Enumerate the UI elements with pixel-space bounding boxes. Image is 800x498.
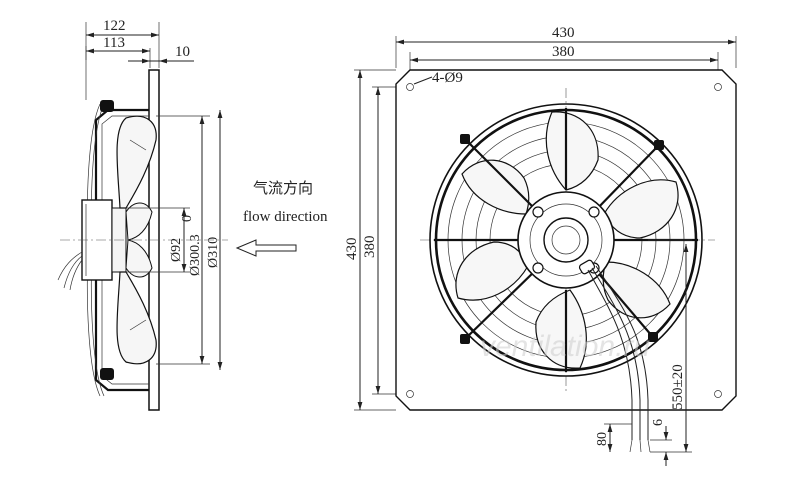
cable-gland bbox=[578, 259, 596, 275]
blade-side-mid-a bbox=[125, 202, 153, 241]
dim-hole-pitch-x: 380 bbox=[552, 44, 575, 60]
motor-ring bbox=[529, 203, 603, 277]
dim-shaft-mark: 0 bbox=[180, 215, 195, 222]
guard-spokes bbox=[434, 108, 698, 372]
dim-venturi-diameter: Ø300.3 bbox=[188, 234, 203, 276]
watermark-text: ventilation.ru bbox=[480, 330, 650, 363]
dim-hole-pitch-y: 380 bbox=[362, 236, 378, 259]
motor-shaft bbox=[551, 225, 581, 255]
dim-plate-height: 430 bbox=[344, 238, 360, 261]
dim-cable-length: 550±20 bbox=[670, 364, 686, 410]
front-view: 430 380 430 380 4-Ø9 bbox=[344, 25, 737, 466]
airflow-indicator: 气流方向 flow direction bbox=[235, 180, 328, 257]
dim-lead-strip: 80 bbox=[595, 432, 610, 446]
mounting-hole-tl bbox=[406, 83, 414, 91]
airflow-label-en: flow direction bbox=[243, 209, 328, 225]
dim-hub-diameter: Ø92 bbox=[169, 238, 184, 262]
guard-clip-bottom bbox=[100, 368, 114, 380]
dim-depth-body: 113 bbox=[103, 35, 125, 51]
motor-shaft-hub bbox=[543, 217, 589, 263]
spoke-clips bbox=[460, 134, 664, 344]
dim-impeller-diameter: Ø310 bbox=[206, 237, 221, 268]
holes-callout: 4-Ø9 bbox=[432, 70, 463, 86]
dim-plate-thickness: 10 bbox=[175, 44, 190, 60]
mounting-hole-br bbox=[714, 390, 722, 398]
blade-side-bottom bbox=[116, 271, 157, 365]
mounting-hole-tr bbox=[714, 83, 722, 91]
cable-line-1 bbox=[587, 269, 633, 440]
mounting-hole-bl bbox=[406, 390, 414, 398]
venturi-opening bbox=[429, 103, 703, 377]
guard-clip-top bbox=[100, 100, 114, 112]
dim-plate-width: 430 bbox=[552, 25, 575, 41]
airflow-label-cn: 气流方向 bbox=[253, 180, 313, 197]
dim-lead-end: 6 bbox=[651, 419, 666, 426]
dim-depth-overall: 122 bbox=[103, 18, 126, 34]
blade-side-mid-b bbox=[125, 239, 153, 278]
blade-side-top bbox=[116, 115, 157, 209]
side-view: 122 113 10 bbox=[57, 18, 228, 411]
airflow-arrow-icon bbox=[235, 239, 297, 257]
